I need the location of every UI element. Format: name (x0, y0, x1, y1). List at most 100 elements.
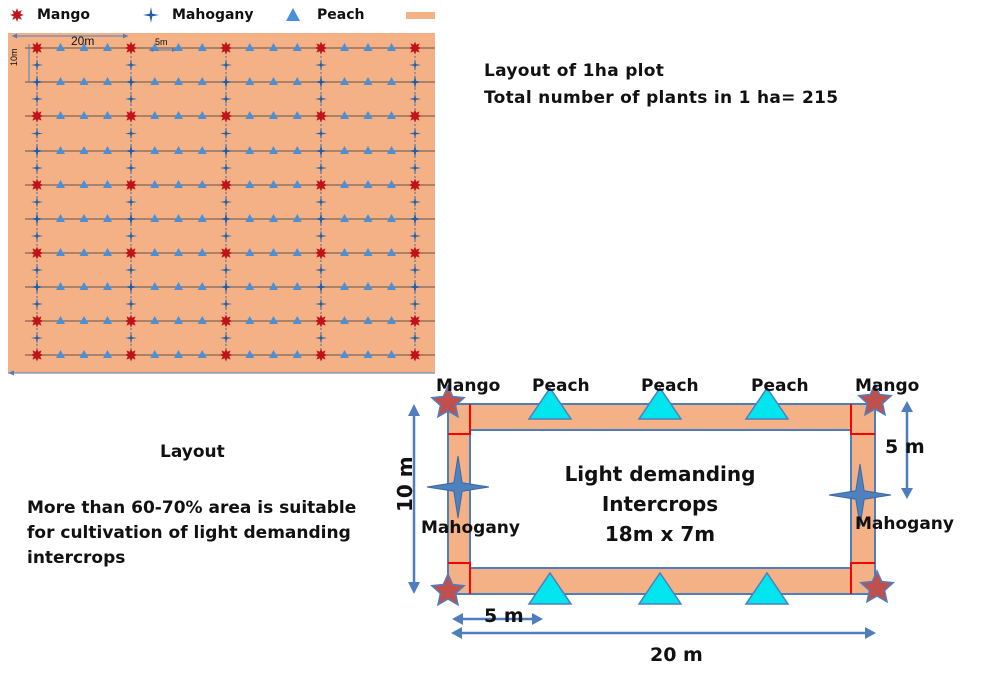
label-peach-3: Peach (751, 376, 809, 396)
peach-plant-icon (245, 316, 255, 324)
peach-plant-icon (56, 111, 65, 119)
mahogany-plant-icon (125, 298, 137, 310)
peach-plant-icon (174, 43, 183, 51)
mahogany-plant-icon (31, 332, 43, 344)
intercrop-label-1: Light demanding (564, 462, 756, 486)
mahogany-plant-icon (220, 298, 232, 310)
peach-plant-icon (197, 77, 207, 85)
mahogany-plant-icon (31, 298, 43, 310)
mango-plant-icon (219, 109, 233, 123)
peach-plant-icon (292, 282, 302, 290)
peach-plant-icon (103, 43, 112, 51)
mahogany-plant-icon (408, 144, 422, 158)
arrow-head (451, 627, 462, 639)
peach-plant-icon (150, 316, 160, 324)
plot-dim-20m: 20m (71, 34, 95, 48)
mango-star-icon (859, 569, 895, 604)
mahogany-plant-icon (124, 144, 138, 158)
peach-triangle-icon (744, 386, 790, 420)
peach-plant-icon (197, 43, 207, 51)
peach-triangle-icon (527, 571, 573, 605)
peach-plant-icon (292, 146, 302, 154)
mahogany-plant-icon (315, 127, 327, 140)
peach-plant-icon (103, 180, 112, 188)
mango-star-icon (430, 384, 466, 419)
mango-plant-icon (219, 41, 233, 55)
peach-plant-icon (340, 248, 349, 256)
peach-plant-icon (150, 248, 160, 256)
peach-plant-icon (79, 146, 89, 154)
peach-plant-icon (387, 180, 396, 188)
peach-plant-icon (79, 214, 89, 222)
legend-mango-icon (10, 8, 24, 22)
mahogany-plant-icon (124, 212, 138, 226)
mahogany-plant-icon (220, 59, 232, 71)
layout-description: More than 60-70% area is suitable for cu… (27, 498, 357, 568)
peach-plant-icon (387, 350, 396, 358)
peach-plant-icon (269, 111, 278, 119)
dim-20m-label: 20 m (650, 644, 703, 666)
label-mahogany-left: Mahogany (421, 518, 520, 538)
mahogany-plant-icon (30, 75, 44, 89)
peach-plant-icon (197, 248, 207, 256)
mahogany-cross-icon (426, 455, 490, 519)
peach-plant-icon (174, 111, 183, 119)
mango-plant-icon (408, 314, 422, 328)
mango-plant-icon (124, 348, 138, 362)
mahogany-plant-icon (315, 230, 327, 242)
peach-plant-icon (269, 350, 278, 358)
mahogany-plant-icon (31, 127, 43, 140)
peach-plant-icon (56, 316, 65, 324)
arrow-head (408, 582, 420, 594)
peach-plant-icon (363, 316, 373, 324)
mango-plant-icon (124, 178, 138, 192)
peach-plant-icon (245, 180, 255, 188)
arrow-head (8, 370, 14, 376)
mahogany-plant-icon (314, 144, 328, 158)
mahogany-plant-icon (409, 264, 421, 276)
plant-total: Total number of plants in 1 ha= 215 (484, 88, 839, 108)
mango-plant-icon (30, 246, 44, 260)
label-peach-2: Peach (641, 376, 699, 396)
peach-plant-icon (245, 282, 255, 290)
peach-plant-icon (174, 214, 183, 222)
peach-plant-icon (103, 111, 112, 119)
peach-triangle-icon (637, 571, 683, 605)
mahogany-plant-icon (125, 230, 137, 242)
peach-plant-icon (269, 180, 278, 188)
peach-plant-icon (197, 146, 207, 154)
peach-plant-icon (150, 180, 160, 188)
legend-peach-icon (286, 8, 300, 21)
mahogany-plant-icon (125, 59, 137, 71)
mahogany-plant-icon (409, 298, 421, 310)
peach-plant-icon (245, 350, 255, 358)
mango-plant-icon (314, 314, 328, 328)
arrow-head (532, 613, 543, 625)
peach-plant-icon (174, 180, 183, 188)
peach-plant-icon (292, 111, 302, 119)
peach-plant-icon (79, 282, 89, 290)
plot-dim-10m: 10m (9, 48, 19, 66)
peach-plant-icon (340, 146, 349, 154)
mahogany-plant-icon (220, 332, 232, 344)
peach-plant-icon (56, 282, 65, 290)
peach-plant-icon (197, 350, 207, 358)
mango-plant-icon (124, 246, 138, 260)
peach-plant-icon (340, 77, 349, 85)
peach-plant-icon (79, 350, 89, 358)
peach-triangle-icon (744, 571, 790, 605)
peach-plant-icon (292, 77, 302, 85)
peach-plant-icon (150, 214, 160, 222)
peach-plant-icon (387, 77, 396, 85)
intercrop-label-3: 18m x 7m (604, 522, 716, 546)
mahogany-plant-icon (315, 196, 327, 208)
mango-plant-icon (30, 314, 44, 328)
arrow-head (123, 33, 128, 39)
mango-plant-icon (408, 41, 422, 55)
mango-plant-icon (314, 41, 328, 55)
peach-plant-icon (150, 350, 160, 358)
arrow-head (865, 627, 876, 639)
arrow-head (172, 48, 176, 52)
peach-plant-icon (56, 214, 65, 222)
peach-plant-icon (79, 43, 89, 51)
